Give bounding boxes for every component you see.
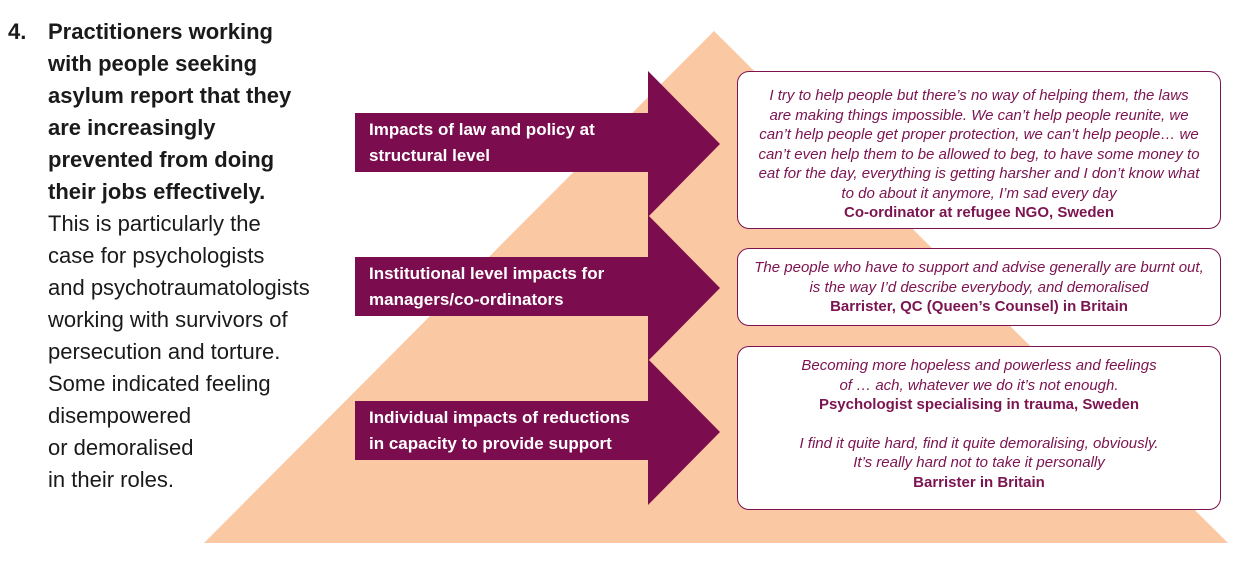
- intro-plain-text: This is particularly the case for psycho…: [48, 211, 310, 492]
- quote-box-individual: Becoming more hopeless and powerless and…: [737, 346, 1221, 510]
- arrow-structural-level: Impacts of law and policy at structural …: [355, 71, 720, 217]
- quote-text: I find it quite hard, find it quite demo…: [799, 434, 1159, 472]
- quote-attribution: Psychologist specialising in trauma, Swe…: [818, 396, 1140, 413]
- quote-attribution: Barrister, QC (Queen’s Counsel) in Brita…: [830, 298, 1128, 315]
- quote-text: Becoming more hopeless and powerless and…: [801, 357, 1157, 394]
- arrow-label: Institutional level impacts for managers…: [369, 264, 605, 309]
- intro-bold-statement: Practitioners working with people seekin…: [48, 19, 292, 204]
- quote-box-institutional: The people who have to support and advis…: [737, 248, 1221, 326]
- quote-attribution: Co-ordinator at refugee NGO, Sweden: [843, 204, 1115, 221]
- quote-box-structural: I try to help people but there’s no way …: [737, 71, 1221, 229]
- arrow-institutional-level: Institutional level impacts for managers…: [355, 215, 720, 361]
- item-number: 4.: [8, 19, 27, 44]
- arrow-shape: [355, 359, 720, 505]
- arrow-shape: [355, 71, 720, 217]
- quote-attribution: Barrister in Britain: [913, 473, 1045, 491]
- quote-text: I try to help people but there’s no way …: [758, 87, 1200, 202]
- quote-spacer: [758, 415, 1200, 434]
- quote-text: The people who have to support and advis…: [754, 259, 1204, 296]
- arrow-label: Individual impacts of reductions in capa…: [369, 408, 630, 453]
- arrow-label: Impacts of law and policy at structural …: [369, 120, 595, 165]
- arrow-shape: [355, 215, 720, 361]
- arrow-individual-level: Individual impacts of reductions in capa…: [355, 359, 720, 505]
